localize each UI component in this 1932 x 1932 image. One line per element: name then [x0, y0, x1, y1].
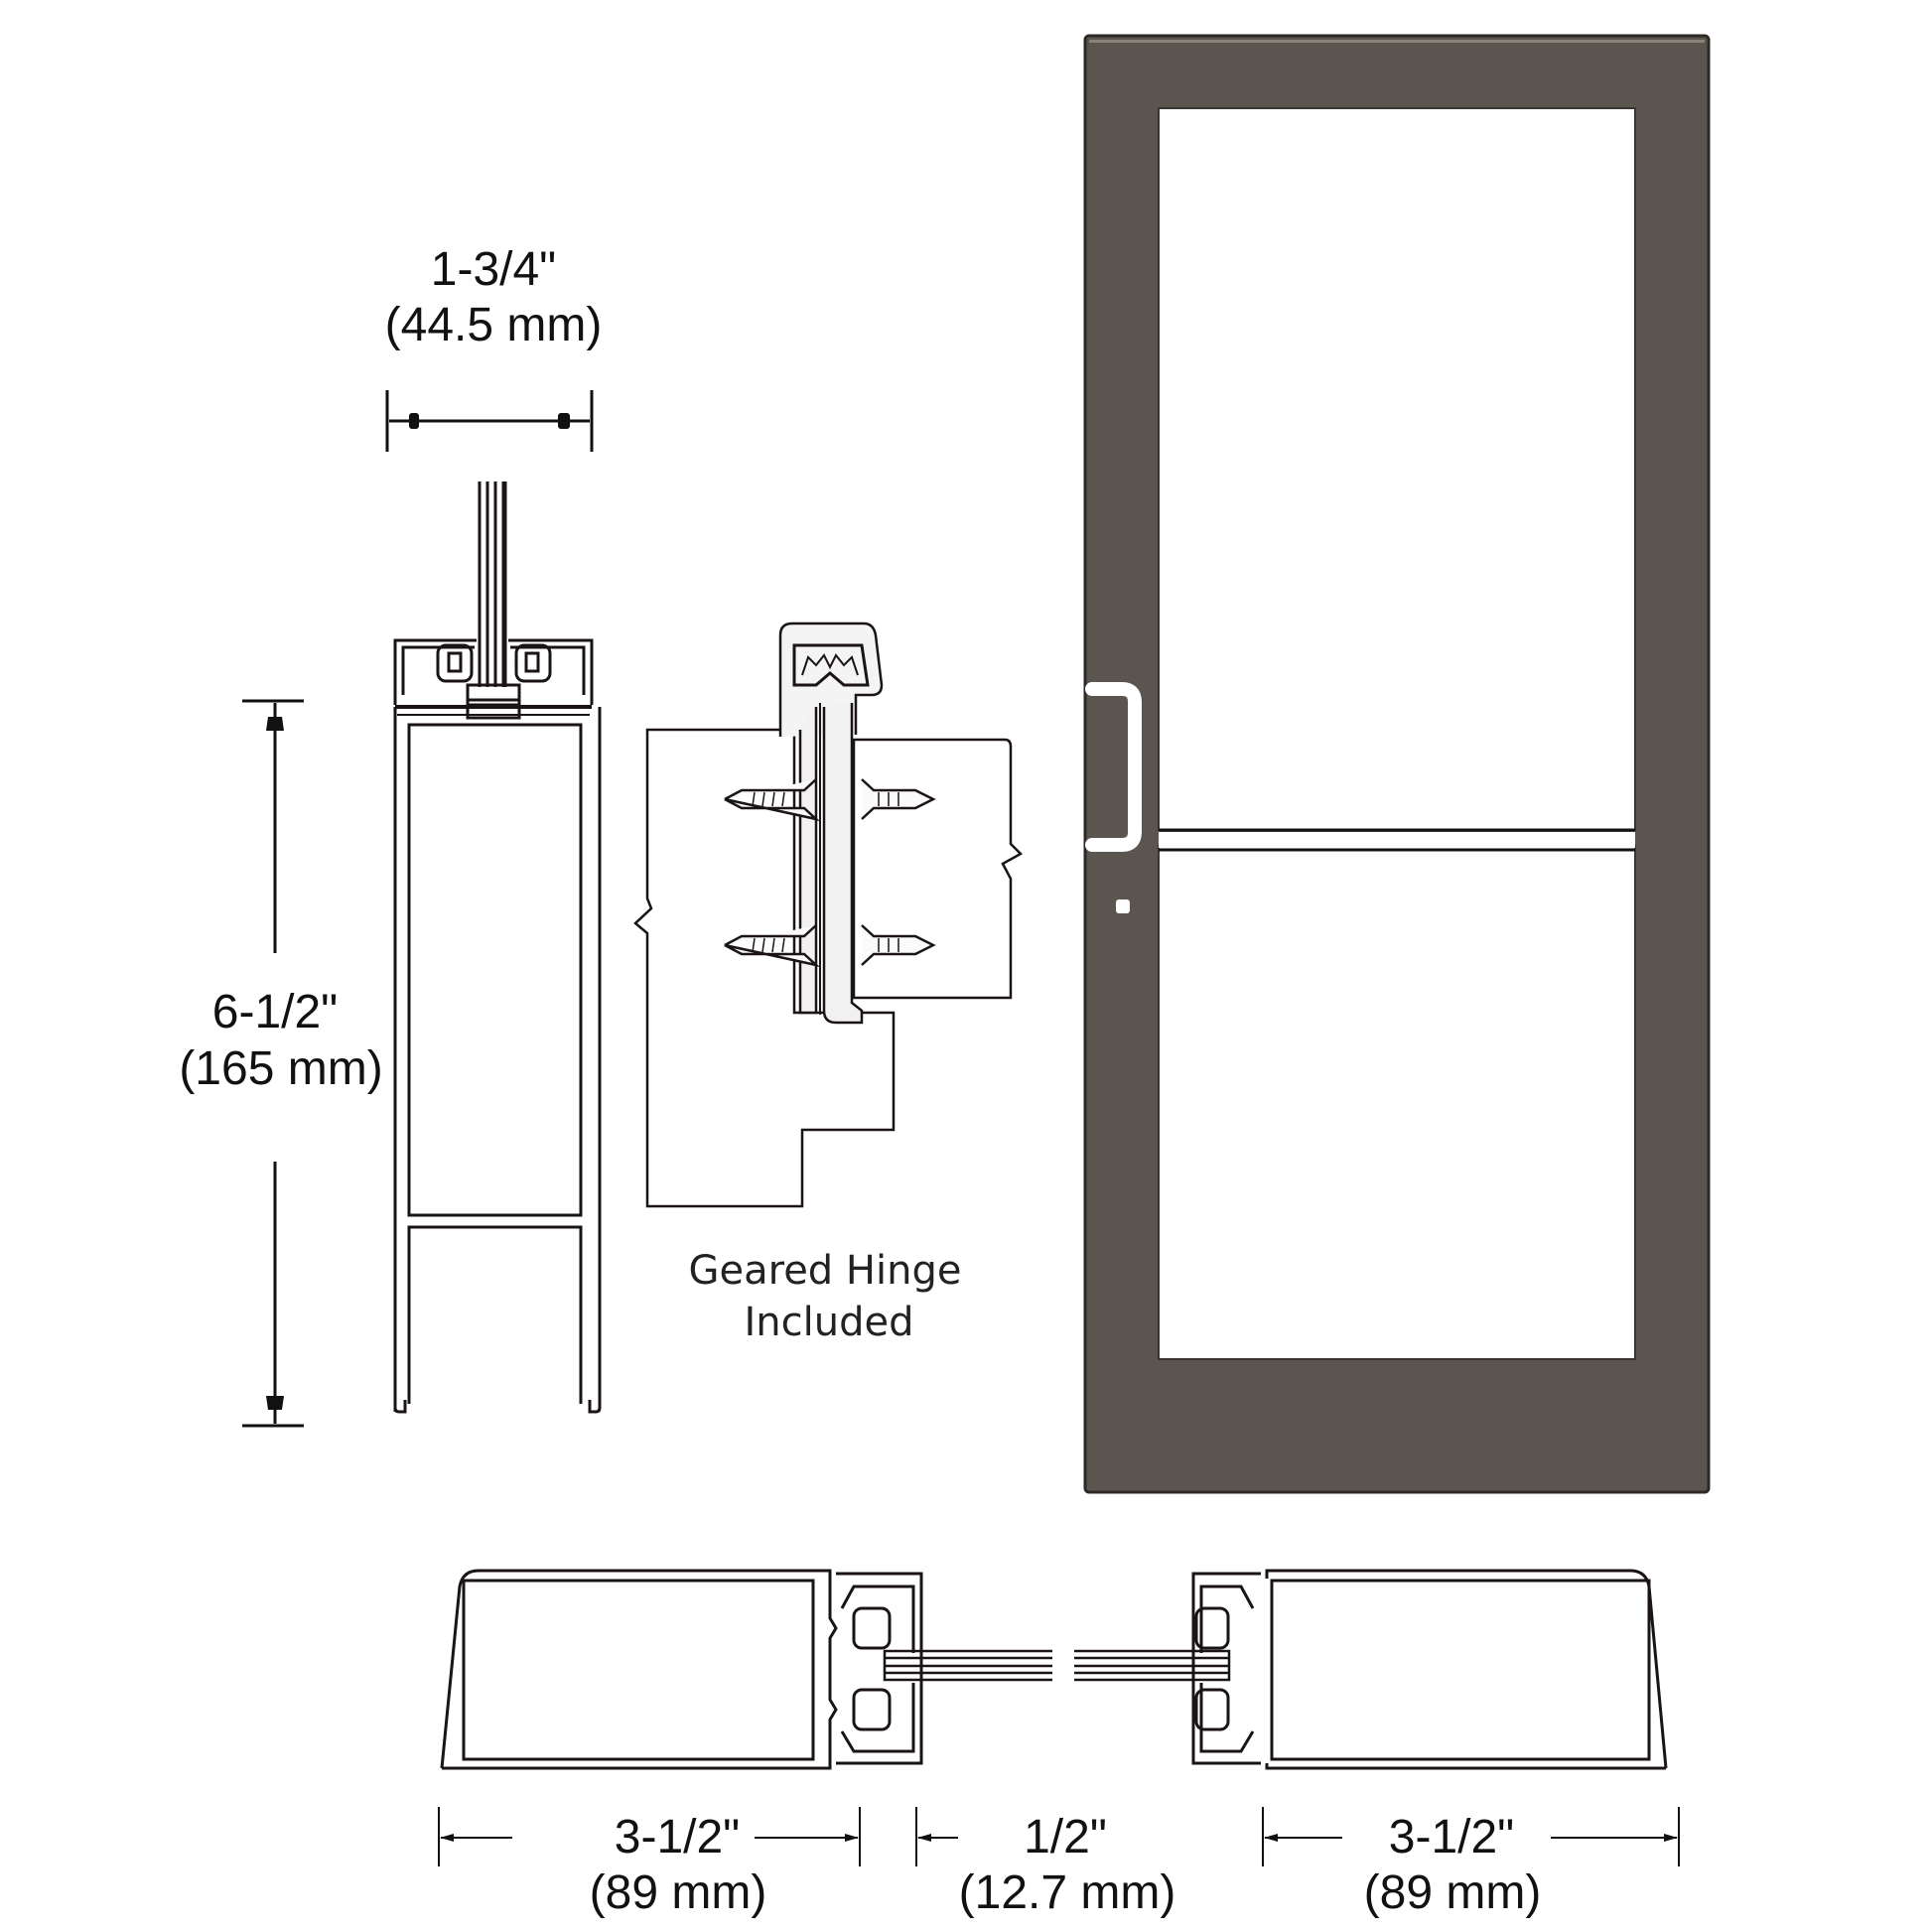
pull-handle-icon — [1085, 682, 1142, 852]
door-elevation — [1083, 34, 1711, 1494]
stile-right-width-inches: 3-1/2" — [1389, 1811, 1514, 1863]
mid-rail-line — [1159, 832, 1635, 848]
hinge-caption-line1: Geared Hinge — [689, 1248, 962, 1294]
hinge-screw — [724, 778, 936, 968]
hinge-caption: Geared Hinge Included — [689, 1248, 962, 1345]
stile-section — [440, 1569, 1668, 1770]
stile-left-width-inches: 3-1/2" — [615, 1811, 740, 1863]
stile-left-width-mm: (89 mm) — [590, 1866, 767, 1919]
top-rail-width-dimension: 1-3/4" (44.5 mm) — [385, 243, 603, 452]
glass-gap-mm: (12.7 mm) — [959, 1866, 1176, 1919]
top-rail-section — [393, 482, 602, 1414]
stile-right-width-mm: (89 mm) — [1364, 1866, 1542, 1919]
top-rail-height-dimension: 6-1/2" (165 mm) — [179, 699, 383, 1428]
stile-right-width-dimension: 3-1/2" (89 mm) — [1262, 1807, 1680, 1919]
hinge-caption-line2: Included — [745, 1300, 914, 1345]
lock-cylinder-icon — [1116, 899, 1130, 913]
upper-glass-panel — [1158, 107, 1636, 831]
glass-gap-inches: 1/2" — [1024, 1811, 1107, 1863]
top-rail-height-mm: (165 mm) — [179, 1042, 382, 1095]
top-rail-height-inches: 6-1/2" — [212, 986, 338, 1038]
geared-hinge-detail — [633, 621, 1024, 1208]
stile-left-width-dimension: 3-1/2" (89 mm) — [438, 1807, 861, 1919]
top-rail-width-inches: 1-3/4" — [431, 243, 556, 296]
lower-glass-panel — [1158, 845, 1636, 1360]
top-rail-width-mm: (44.5 mm) — [385, 299, 603, 351]
glass-gap-dimension: 1/2" (12.7 mm) — [915, 1807, 1176, 1919]
